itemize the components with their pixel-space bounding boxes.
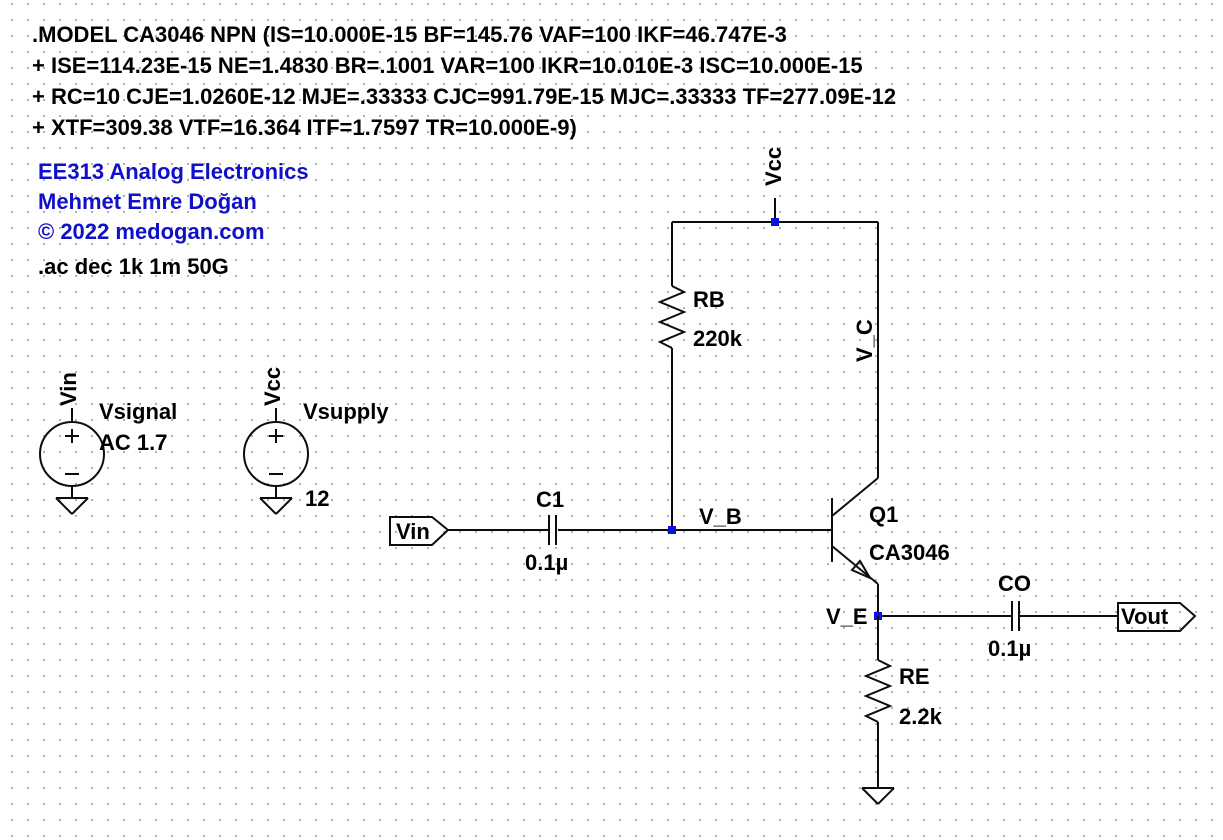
vout-port-flag[interactable] [1117,602,1197,632]
comment-author: Mehmet Emre Doğan [38,189,257,214]
base-wire[interactable] [558,526,832,534]
rb-value[interactable]: 220k [693,326,742,351]
voltage-source-vsupply[interactable] [243,408,309,515]
q1-model[interactable]: CA3046 [869,540,950,565]
re-value[interactable]: 2.2k [899,704,942,729]
resistor-re[interactable] [863,616,893,788]
c1-name: C1 [536,487,565,512]
spice-model-line-1[interactable]: .MODEL CA3046 NPN (IS=10.000E-15 BF=145.… [32,22,787,47]
vb-net-label[interactable]: V_B [699,504,742,529]
c1-value[interactable]: 0.1µ [525,550,569,575]
sim-directive[interactable]: .ac dec 1k 1m 50G [38,254,229,279]
co-name: CO [998,571,1031,596]
vcc-rail[interactable] [672,198,878,226]
vsignal-value[interactable]: AC 1.7 [99,430,168,455]
spice-model-line-3[interactable]: + RC=10 CJE=1.0260E-12 MJE=.33333 CJC=99… [32,84,897,109]
vc-net-label[interactable]: V_C [852,319,877,362]
spice-model-line-2[interactable]: + ISE=114.23E-15 NE=1.4830 BR=.1001 VAR=… [32,53,863,78]
co-value[interactable]: 0.1µ [988,636,1032,661]
comment-course: EE313 Analog Electronics [38,159,309,184]
vsignal-name: Vsignal [99,399,178,424]
capacitor-c1[interactable] [448,515,557,545]
resistor-rb[interactable] [657,222,687,530]
capacitor-co[interactable] [1011,601,1118,631]
re-name: RE [899,664,930,689]
emitter-node[interactable] [874,612,1011,620]
q1-name: Q1 [869,502,899,527]
vsupply-value[interactable]: 12 [305,486,330,511]
vcc-net-label[interactable]: Vcc [761,146,786,186]
rb-name: RB [693,287,725,312]
spice-model-line-4[interactable]: + XTF=309.38 VTF=16.364 ITF=1.7597 TR=10… [32,115,577,140]
ground-symbol-re [861,787,895,805]
vin-port-flag[interactable] [389,516,450,546]
vin-port-label[interactable]: Vin [396,519,430,544]
vsignal-net-label[interactable]: Vin [56,372,81,406]
vsupply-net-label[interactable]: Vcc [260,366,285,406]
comment-copyright: © 2022 medogan.com [38,219,265,244]
ve-net-label[interactable]: V_E [826,604,868,629]
vsupply-name: Vsupply [303,399,389,424]
voltage-source-vsignal[interactable] [39,408,105,515]
vout-port-label[interactable]: Vout [1121,604,1169,629]
